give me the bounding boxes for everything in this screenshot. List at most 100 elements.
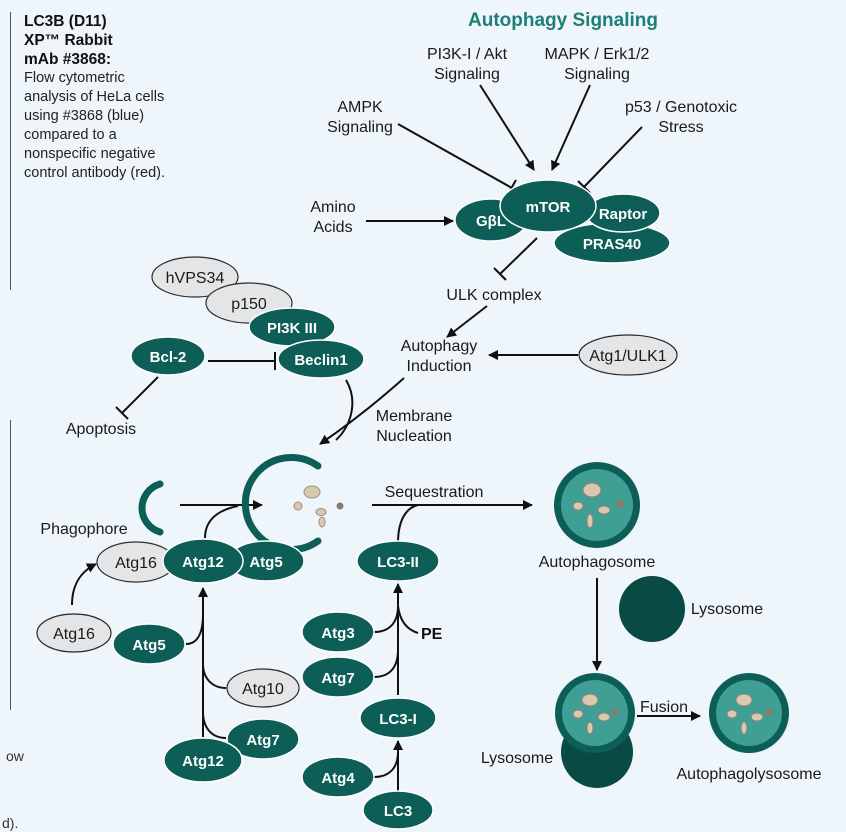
autophagosome-cargo-5	[616, 500, 624, 508]
pi3k-akt-label-1: PI3K-I / Akt	[427, 46, 508, 63]
autophagolysosome-label: Autophagolysosome	[677, 766, 822, 783]
atg1-ulk1-node	[578, 334, 678, 376]
atg3-connector	[373, 605, 399, 633]
caption-fragment-2: d).	[2, 815, 19, 831]
atg12-to-phagophore-connector	[204, 505, 239, 539]
atg16-left-label: Atg16	[53, 626, 95, 643]
autophagolysosome-inner	[716, 680, 782, 746]
lc3-ii-label: LC3-II	[377, 554, 419, 571]
arrow-pi3k-to-mtor	[479, 84, 535, 171]
fusing-autophagosome-inner	[562, 680, 628, 746]
inhibit-p53-to-mtor	[583, 126, 643, 188]
mtor-node	[499, 179, 597, 233]
lc3-ii-node	[356, 540, 440, 582]
sequestration-label: Sequestration	[385, 484, 484, 501]
caption-body: Flow cytometric analysis of HeLa cells u…	[24, 70, 166, 181]
plot-edge-line-bottom	[10, 420, 11, 710]
atg3-node	[301, 611, 375, 653]
inhibit-bar-ulk	[493, 267, 507, 281]
atg7-right-node	[301, 656, 375, 698]
diagram-title: Autophagy Signaling	[468, 10, 658, 31]
atg5-mid-label: Atg5	[132, 637, 165, 654]
caption-fragment-1: ow	[6, 748, 24, 764]
autophagosome-cargo-2	[572, 501, 584, 511]
autophagolysosome-cargo-1	[735, 693, 753, 707]
autophagolysosome-cargo-3	[750, 712, 764, 722]
atg12-bottom-label: Atg12	[182, 753, 224, 770]
caption-heading-line-1: LC3B (D11)	[24, 13, 107, 30]
atg12-top-node	[162, 538, 244, 584]
beclin1-node	[277, 339, 365, 379]
ampk-label-1: AMPK	[337, 99, 383, 116]
amino-acids-label-2: Acids	[313, 219, 352, 236]
lysosome-top	[619, 576, 685, 642]
plot-edge-line-top	[10, 12, 11, 290]
atg7-right-label: Atg7	[321, 670, 354, 687]
cargo-small-2	[315, 508, 327, 516]
fusing-cargo-2	[572, 709, 584, 719]
atg4-connector	[373, 751, 399, 778]
membrane-nucleation-label-1: Membrane	[376, 408, 453, 425]
autophagosome-cargo-1	[582, 482, 602, 498]
atg16-left-node	[36, 613, 112, 653]
beclin1-label: Beclin1	[294, 352, 347, 369]
caption-heading: LC3B (D11) XP™ Rabbit mAb #3868:	[24, 12, 174, 69]
pe-label: PE	[421, 626, 443, 643]
autophagosome-cargo-4	[586, 513, 594, 529]
p150-label: p150	[231, 296, 267, 313]
mapk-label-2: Signaling	[564, 66, 630, 83]
atg5-mid-connector	[185, 613, 204, 645]
arrow-ulk-to-induction	[446, 305, 488, 338]
bcl2-label: Bcl-2	[150, 349, 187, 366]
atg16-top-label: Atg16	[115, 555, 157, 572]
atg4-node	[301, 756, 375, 798]
arrow-atg16-to-complex	[71, 563, 97, 606]
lc3-ii-connector	[397, 504, 419, 544]
bcl2-node	[130, 336, 206, 376]
lysosome-bottom-label: Lysosome	[481, 750, 553, 767]
beclin1-connector	[335, 379, 354, 441]
ampk-label-2: Signaling	[327, 119, 393, 136]
cargo-small-3	[318, 516, 326, 528]
apoptosis-label: Apoptosis	[66, 421, 136, 438]
raptor-label: Raptor	[599, 206, 647, 223]
arrow-induction-to-nucleation	[319, 377, 405, 445]
inhibit-ampk-to-mtor	[397, 123, 513, 189]
inhibit-bar-apoptosis	[115, 406, 129, 420]
autophagolysosome-cargo-2	[726, 709, 738, 719]
autophagy-induction-label-2: Induction	[407, 358, 472, 375]
atg7-left-node	[226, 718, 300, 760]
atg3-label: Atg3	[321, 625, 354, 642]
amino-acids-label-1: Amino	[310, 199, 355, 216]
pras40-label: PRAS40	[583, 236, 641, 253]
pi3k-akt-label-2: Signaling	[434, 66, 500, 83]
forming-autophagosome	[241, 454, 322, 553]
hvps34-label: hVPS34	[166, 270, 225, 287]
cargo-large	[303, 485, 321, 499]
arrow-mapk-to-mtor	[551, 84, 591, 171]
atg7-right-connector	[373, 649, 399, 678]
atg7-left-label: Atg7	[246, 732, 279, 749]
caption-heading-line-2: XP™ Rabbit	[24, 32, 113, 49]
lc3-i-label: LC3-I	[379, 711, 417, 728]
cargo-dark	[336, 502, 344, 510]
pe-connector	[397, 605, 419, 634]
inhibit-bcl2-to-apoptosis	[121, 376, 159, 414]
atg10-node	[226, 668, 300, 708]
hvps34-node	[151, 256, 239, 298]
autophagosome-label: Autophagosome	[539, 554, 656, 571]
mtor-label: mTOR	[526, 199, 571, 216]
caption-heading-line-3: mAb #3868:	[24, 51, 112, 68]
ulk-complex-label: ULK complex	[446, 287, 541, 304]
cargo-small-1	[293, 501, 303, 511]
atg5-top-label: Atg5	[249, 554, 282, 571]
membrane-nucleation-label-2: Nucleation	[376, 428, 452, 445]
autophagosome-cargo-3	[597, 505, 611, 515]
atg5-mid-node	[112, 623, 186, 665]
autophagolysosome-cargo-4	[740, 721, 748, 735]
fusing-cargo-4	[586, 721, 594, 735]
p53-label-2: Stress	[658, 119, 703, 136]
atg7-left-connector	[202, 711, 227, 739]
p53-label-1: p53 / Genotoxic	[625, 99, 737, 116]
figure-caption-panel: LC3B (D11) XP™ Rabbit mAb #3868: Flow cy…	[24, 12, 174, 183]
